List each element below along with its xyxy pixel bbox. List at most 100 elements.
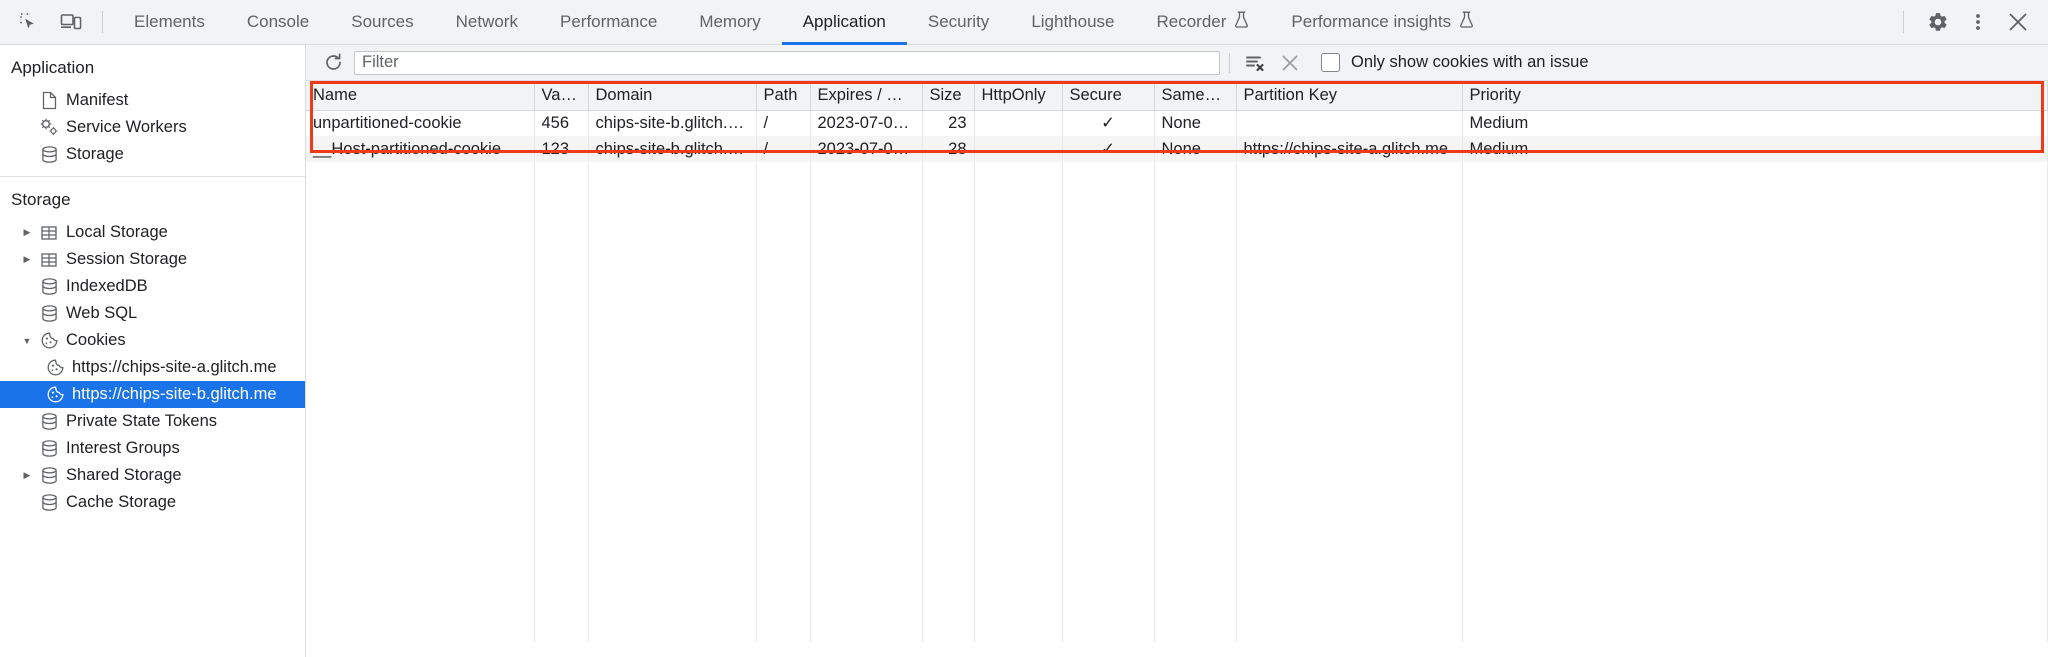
column-header-name[interactable]: Name [306,81,535,111]
experiment-flask-icon [1234,11,1249,33]
chevron-down-icon[interactable]: ▼ [22,335,32,346]
sidebar-item-label: Cookies [66,331,126,349]
refresh-icon[interactable] [316,49,350,77]
toolbar-divider [102,11,103,33]
sidebar-item-cookies-site-b[interactable]: https://chips-site-b.glitch.me [0,381,305,408]
sidebar-item-label: Manifest [66,91,129,109]
sidebar-item-label: https://chips-site-a.glitch.me [72,358,277,376]
inspect-element-icon[interactable] [8,4,50,40]
panel-tabs: Elements Console Sources Network Perform… [113,0,1495,45]
cell-path: / [756,110,811,136]
gear-icon[interactable] [1918,4,1958,40]
sidebar-section-title-storage: Storage [11,190,71,209]
application-sidebar: Application Manifest [0,45,306,657]
table-empty-filler [306,162,2048,642]
tab-console[interactable]: Console [226,0,330,45]
filterbar-divider [1229,52,1230,73]
cookie-icon [36,331,62,350]
sidebar-item-cookies[interactable]: ▼ Cookies [0,327,305,354]
tab-network[interactable]: Network [435,0,539,45]
sidebar-item-local-storage[interactable]: ▶ Local Storage [0,219,305,246]
table-row[interactable]: unpartitioned-cookie 456 chips-site-b.gl… [306,110,2048,136]
filler-cell [1154,162,1237,642]
cell-partition-key: https://chips-site-a.glitch.me [1236,136,1463,162]
sidebar-item-interest-groups[interactable]: Interest Groups [0,435,305,462]
sidebar-item-label: Cache Storage [66,493,177,511]
sidebar-item-label: https://chips-site-b.glitch.me [72,385,277,403]
table-header-row: Name Value Domain Path Expires / M… Size… [306,81,2048,111]
tab-performance-insights[interactable]: Performance insights [1270,0,1495,45]
column-header-secure[interactable]: Secure [1062,81,1155,111]
cell-name: unpartitioned-cookie [306,110,535,136]
filler-cell [756,162,811,642]
sidebar-item-label: Shared Storage [66,466,182,484]
chevron-right-icon[interactable]: ▶ [23,254,31,264]
sidebar-item-session-storage[interactable]: ▶ Session Storage [0,246,305,273]
tab-application[interactable]: Application [781,0,908,45]
sidebar-item-cookies-site-a[interactable]: https://chips-site-a.glitch.me [0,354,305,381]
clear-filtered-cookies-icon[interactable] [1239,49,1273,77]
sidebar-item-web-sql[interactable]: Web SQL [0,300,305,327]
cookies-table: Name Value Domain Path Expires / M… Size… [306,81,2048,642]
filter-input[interactable] [354,50,1220,75]
cell-partition-key [1236,110,1463,136]
sidebar-item-label: Local Storage [66,223,168,241]
sidebar-item-service-workers[interactable]: Service Workers [0,114,305,141]
sidebar-section-application: Application Manifest [0,45,305,177]
tab-label: Security [927,12,990,31]
cell-samesite: None [1154,136,1237,162]
database-icon [36,493,62,512]
cell-size: 28 [922,136,975,162]
table-row[interactable]: __Host-partitioned-cookie 123 chips-site… [306,136,2048,162]
tab-label: Console [246,12,310,31]
sidebar-item-indexeddb[interactable]: IndexedDB [0,273,305,300]
column-header-expires[interactable]: Expires / M… [810,81,923,111]
only-show-issues-checkbox[interactable]: Only show cookies with an issue [1321,53,1589,72]
sidebar-item-label: Web SQL [66,304,138,322]
chevron-right-icon[interactable]: ▶ [23,470,31,480]
column-header-size[interactable]: Size [922,81,975,111]
sidebar-section-storage: Storage ▶ Local Storage ▶ [0,177,305,516]
tab-security[interactable]: Security [907,0,1010,45]
cell-secure: ✓ [1062,136,1155,162]
tab-sources[interactable]: Sources [330,0,434,45]
sidebar-item-label: Storage [66,145,124,163]
column-header-httponly[interactable]: HttpOnly [974,81,1063,111]
checkbox-box[interactable] [1321,53,1340,72]
tab-memory[interactable]: Memory [678,0,781,45]
more-options-icon[interactable] [1958,4,1998,40]
sidebar-item-private-state-tokens[interactable]: Private State Tokens [0,408,305,435]
close-icon[interactable] [1998,4,2038,40]
sidebar-item-manifest[interactable]: Manifest [0,87,305,114]
column-header-path[interactable]: Path [756,81,811,111]
table-icon [36,251,62,269]
document-icon [36,91,62,110]
tab-recorder[interactable]: Recorder [1136,0,1271,45]
tab-label: Recorder [1156,12,1227,31]
column-header-samesite[interactable]: SameSite [1154,81,1237,111]
cookies-panel: Only show cookies with an issue Name [306,45,2048,657]
chevron-right-icon[interactable]: ▶ [23,227,31,237]
cookies-table-body: unpartitioned-cookie 456 chips-site-b.gl… [306,110,2048,642]
sidebar-item-label: Session Storage [66,250,188,268]
device-toolbar-icon[interactable] [50,4,92,40]
filler-cell [810,162,923,642]
sidebar-section-title-application: Application [11,58,95,77]
tab-elements[interactable]: Elements [113,0,226,45]
tab-label: Network [455,12,518,31]
filler-cell [922,162,975,642]
column-header-priority[interactable]: Priority [1462,81,2048,111]
tab-lighthouse[interactable]: Lighthouse [1010,0,1135,45]
column-header-domain[interactable]: Domain [588,81,757,111]
clear-all-cookies-icon[interactable] [1273,49,1307,77]
column-header-partition-key[interactable]: Partition Key [1236,81,1463,111]
sidebar-item-cache-storage[interactable]: Cache Storage [0,489,305,516]
tab-performance[interactable]: Performance [539,0,678,45]
filler-cell [588,162,757,642]
database-icon [36,439,62,458]
filler-cell [1062,162,1155,642]
sidebar-item-storage[interactable]: Storage [0,141,305,168]
sidebar-item-shared-storage[interactable]: ▶ Shared Storage [0,462,305,489]
column-header-value[interactable]: Value [534,81,589,111]
